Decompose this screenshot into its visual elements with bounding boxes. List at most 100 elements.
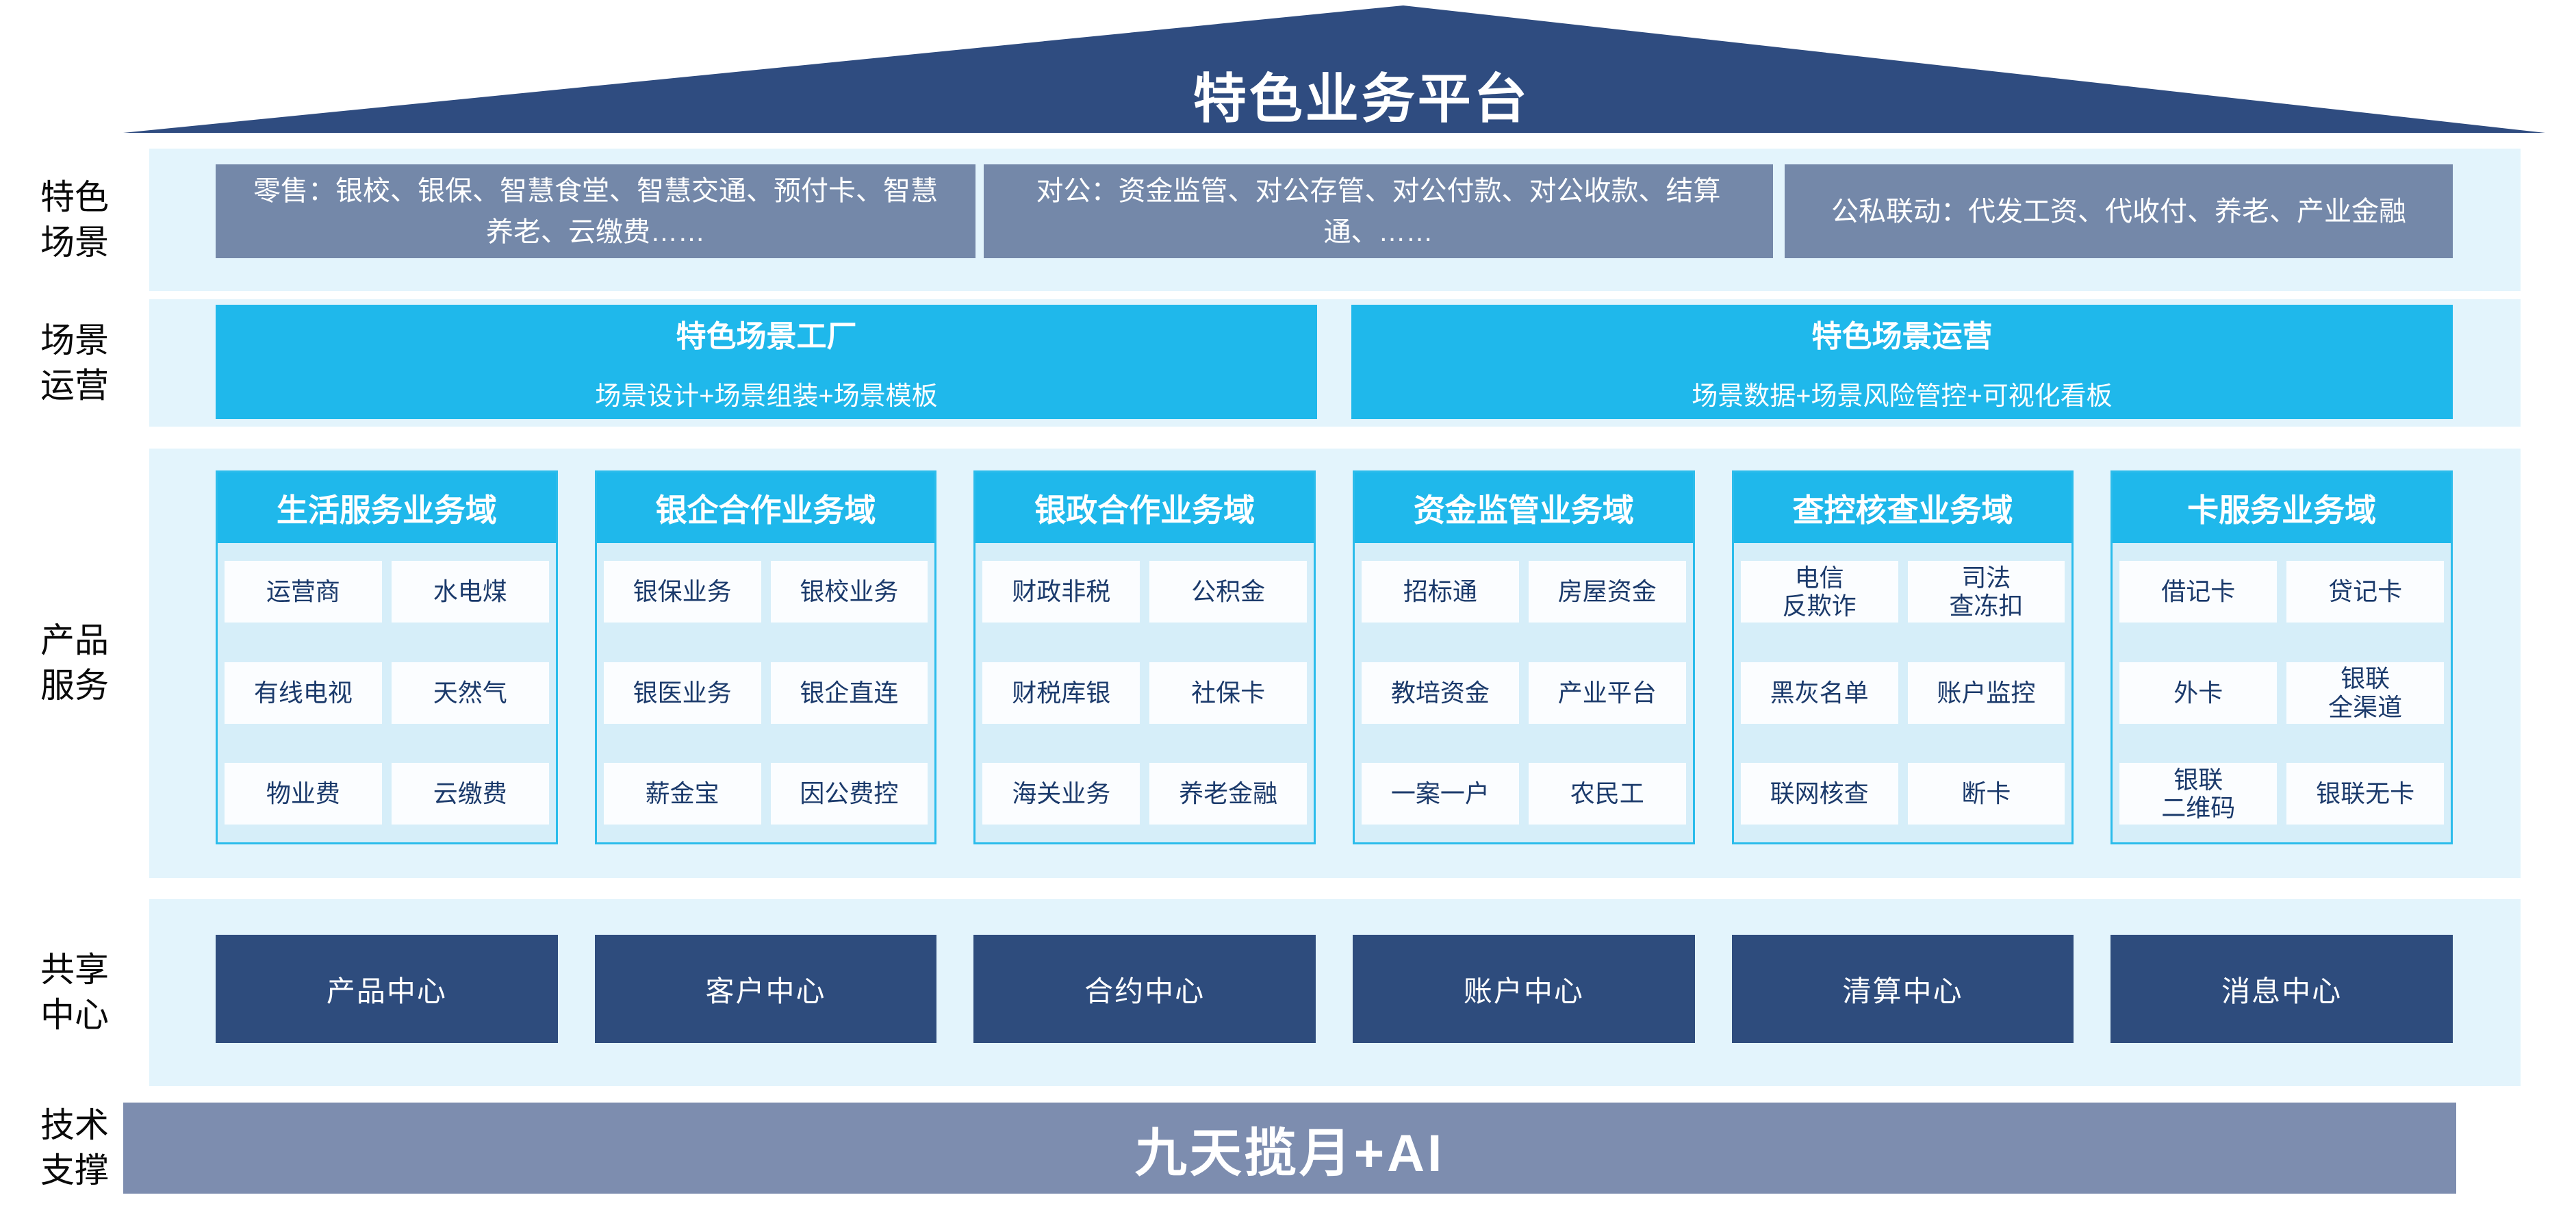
product-item: 联网核查 [1740,763,1898,825]
domain-panel-grid: 生活服务业务域 运营商 水电煤 有线电视 天然气 物业费 云缴费 [216,470,2453,844]
product-item: 养老金融 [1149,763,1307,825]
product-item: 因公费控 [770,763,928,825]
scene-operation-subtitle: 场景数据+场景风险管控+可视化看板 [1692,382,2113,411]
domain-header: 资金监管业务域 [1354,473,1693,543]
product-item: 农民工 [1528,763,1686,825]
shared-layer-band: 产品中心 客户中心 合约中心 账户中心 清算中心 消息中心 [149,899,2521,1086]
layer-label-product: 产品 服务 [40,621,109,705]
item-row: 物业费 云缴费 [225,763,549,825]
domain-header: 银企合作业务域 [596,473,935,543]
product-item: 招标通 [1361,561,1519,623]
scene-factory-box: 特色场景工厂 场景设计+场景组装+场景模板 [216,305,1317,419]
page-title: 特色业务平台 [1193,68,1530,129]
scene-factory-title: 特色场景工厂 [676,320,857,353]
product-item: 薪金宝 [603,763,761,825]
domain-body: 运营商 水电煤 有线电视 天然气 物业费 云缴费 [218,543,556,842]
domain-header: 卡服务业务域 [2113,473,2451,543]
item-row: 财政非税 公积金 [982,561,1307,623]
domain-body: 借记卡 贷记卡 外卡 银联 全渠道 银联 二维码 银联无卡 [2113,543,2451,842]
item-row: 财税库银 社保卡 [982,662,1307,724]
layer-label-shared: 共享 中心 [40,951,109,1034]
domain-header: 生活服务业务域 [218,473,556,543]
product-item: 物业费 [225,763,382,825]
layer-label-operation: 场景 运营 [40,321,109,405]
product-item: 借记卡 [2119,561,2278,623]
product-item: 水电煤 [391,561,549,623]
product-item: 贷记卡 [2286,561,2444,623]
scene-factory-subtitle: 场景设计+场景组装+场景模板 [595,382,938,411]
item-row: 黑灰名单 账户监控 [1740,662,2065,724]
item-row: 薪金宝 因公费控 [603,763,928,825]
tech-support-bar: 九天揽月+AI [123,1103,2456,1194]
product-item: 有线电视 [225,662,382,724]
product-layer-band: 生活服务业务域 运营商 水电煤 有线电视 天然气 物业费 云缴费 [149,449,2521,878]
item-row: 外卡 银联 全渠道 [2119,662,2444,724]
layer-label-scene: 特色 场景 [40,178,109,262]
product-item: 银联 二维码 [2119,763,2278,825]
product-item: 断卡 [1907,763,2065,825]
scene-box-corporate: 对公：资金监管、对公存管、对公付款、对公收款、结算通、…… [984,164,1773,258]
product-item: 海关业务 [982,763,1140,825]
center-box-clearing: 清算中心 [1731,935,2074,1043]
product-item: 财政非税 [982,561,1140,623]
item-row: 银联 二维码 银联无卡 [2119,763,2444,825]
shared-center-grid: 产品中心 客户中心 合约中心 账户中心 清算中心 消息中心 [216,935,2453,1043]
item-row: 海关业务 养老金融 [982,763,1307,825]
domain-panel-bank-government: 银政合作业务域 财政非税 公积金 财税库银 社保卡 海关业务 养老金融 [973,470,1316,844]
item-row: 运营商 水电煤 [225,561,549,623]
item-row: 教培资金 产业平台 [1361,662,1686,724]
scene-operation-box: 特色场景运营 场景数据+场景风险管控+可视化看板 [1351,305,2453,419]
product-item: 社保卡 [1149,662,1307,724]
domain-panel-card-services: 卡服务业务域 借记卡 贷记卡 外卡 银联 全渠道 银联 二维码 银联无卡 [2110,470,2453,844]
product-item: 外卡 [2119,662,2278,724]
item-row: 一案一户 农民工 [1361,763,1686,825]
center-box-account: 账户中心 [1352,935,1695,1043]
product-item: 房屋资金 [1528,561,1686,623]
domain-body: 财政非税 公积金 财税库银 社保卡 海关业务 养老金融 [975,543,1314,842]
domain-header: 银政合作业务域 [975,473,1314,543]
product-item: 黑灰名单 [1740,662,1898,724]
layer-label-tech: 技术 支撑 [40,1106,109,1190]
product-item: 银保业务 [603,561,761,623]
item-row: 电信 反欺诈 司法 查冻扣 [1740,561,2065,623]
item-row: 联网核查 断卡 [1740,763,2065,825]
item-row: 银保业务 银校业务 [603,561,928,623]
center-box-contract: 合约中心 [973,935,1316,1043]
item-row: 银医业务 银企直连 [603,662,928,724]
center-box-customer: 客户中心 [594,935,937,1043]
domain-panel-bank-enterprise: 银企合作业务域 银保业务 银校业务 银医业务 银企直连 薪金宝 因公费控 [594,470,937,844]
product-item: 银联 全渠道 [2286,662,2444,724]
domain-header: 查控核查业务域 [1733,473,2072,543]
scene-box-linkage: 公私联动：代发工资、代收付、养老、产业金融 [1785,164,2453,258]
scene-operation-title: 特色场景运营 [1811,320,1993,353]
product-item: 云缴费 [391,763,549,825]
operation-layer-band: 特色场景工厂 场景设计+场景组装+场景模板 特色场景运营 场景数据+场景风险管控… [149,299,2521,427]
product-item: 银医业务 [603,662,761,724]
item-row: 有线电视 天然气 [225,662,549,724]
product-item: 司法 查冻扣 [1907,561,2065,623]
center-box-product: 产品中心 [216,935,558,1043]
scene-layer-band: 零售：银校、银保、智慧食堂、智慧交通、预付卡、智慧养老、云缴费…… 对公：资金监… [149,149,2521,291]
domain-panel-inquiry-verification: 查控核查业务域 电信 反欺诈 司法 查冻扣 黑灰名单 账户监控 联网核查 断卡 [1731,470,2074,844]
domain-panel-fund-supervision: 资金监管业务域 招标通 房屋资金 教培资金 产业平台 一案一户 农民工 [1352,470,1695,844]
domain-body: 银保业务 银校业务 银医业务 银企直连 薪金宝 因公费控 [597,543,935,842]
product-item: 产业平台 [1528,662,1686,724]
product-item: 天然气 [391,662,549,724]
domain-body: 招标通 房屋资金 教培资金 产业平台 一案一户 农民工 [1355,543,1693,842]
center-box-message: 消息中心 [2110,935,2453,1043]
product-item: 银校业务 [770,561,928,623]
product-item: 银企直连 [770,662,928,724]
product-item: 财税库银 [982,662,1140,724]
product-item: 电信 反欺诈 [1740,561,1898,623]
product-item: 教培资金 [1361,662,1519,724]
product-item: 运营商 [225,561,382,623]
domain-body: 电信 反欺诈 司法 查冻扣 黑灰名单 账户监控 联网核查 断卡 [1734,543,2072,842]
product-item: 账户监控 [1907,662,2065,724]
product-item: 一案一户 [1361,763,1519,825]
scene-box-retail: 零售：银校、银保、智慧食堂、智慧交通、预付卡、智慧养老、云缴费…… [216,164,975,258]
item-row: 借记卡 贷记卡 [2119,561,2444,623]
item-row: 招标通 房屋资金 [1361,561,1686,623]
domain-panel-life-services: 生活服务业务域 运营商 水电煤 有线电视 天然气 物业费 云缴费 [216,470,558,844]
product-item: 银联无卡 [2286,763,2444,825]
